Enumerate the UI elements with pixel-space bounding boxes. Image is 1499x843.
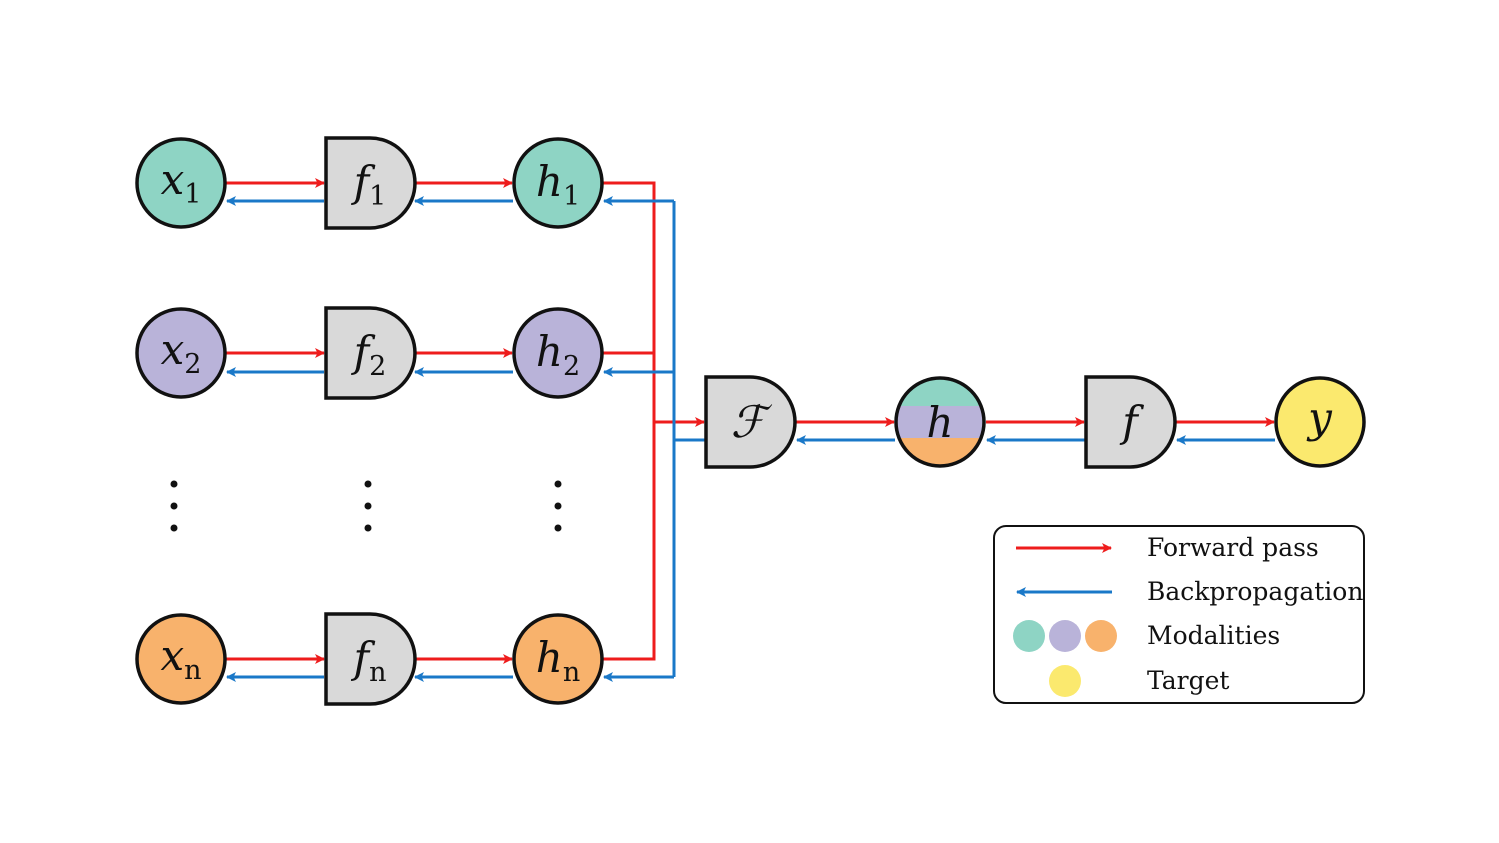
node-h1-label: h1 [536, 157, 580, 212]
node-h2 [512, 307, 604, 399]
node-h-fused-outline [894, 376, 986, 468]
forward-bus [603, 181, 656, 661]
node-x1 [135, 137, 227, 229]
legend-modality-2-dot [1049, 620, 1081, 652]
legend-target-dot [1049, 665, 1081, 697]
node-h2-label: h2 [536, 327, 580, 382]
legend-target-label: Target [1147, 666, 1229, 695]
block-fn [324, 612, 417, 706]
vertical-ellipsis-x [170, 480, 178, 532]
legend: Forward pass Backpropagation Modalities … [993, 525, 1365, 704]
legend-box [993, 525, 1365, 704]
node-xn [135, 613, 227, 705]
node-h-fused-label: h [926, 398, 953, 447]
legend-forward-label: Forward pass [1147, 533, 1319, 562]
node-x2-label: x2 [161, 325, 202, 380]
vertical-ellipsis-h [554, 480, 562, 532]
node-target [1274, 376, 1366, 468]
node-h1 [512, 137, 604, 229]
legend-modality-n-dot [1085, 620, 1117, 652]
backward-bus [672, 201, 705, 677]
block-fusion [704, 375, 797, 469]
node-x1-label: x1 [161, 155, 202, 210]
block-f1 [324, 136, 417, 230]
node-xn-label: xn [160, 631, 201, 686]
node-target-label: y [1306, 393, 1333, 442]
block-head [1084, 375, 1177, 469]
node-hn-label: hn [536, 633, 580, 688]
legend-modalities-label: Modalities [1147, 621, 1280, 650]
legend-backward-label: Backpropagation [1147, 577, 1363, 606]
block-f2 [324, 306, 417, 400]
vertical-ellipsis-f [364, 480, 372, 532]
legend-modality-1-dot [1013, 620, 1045, 652]
node-x2 [135, 307, 227, 399]
node-hn [512, 613, 604, 705]
